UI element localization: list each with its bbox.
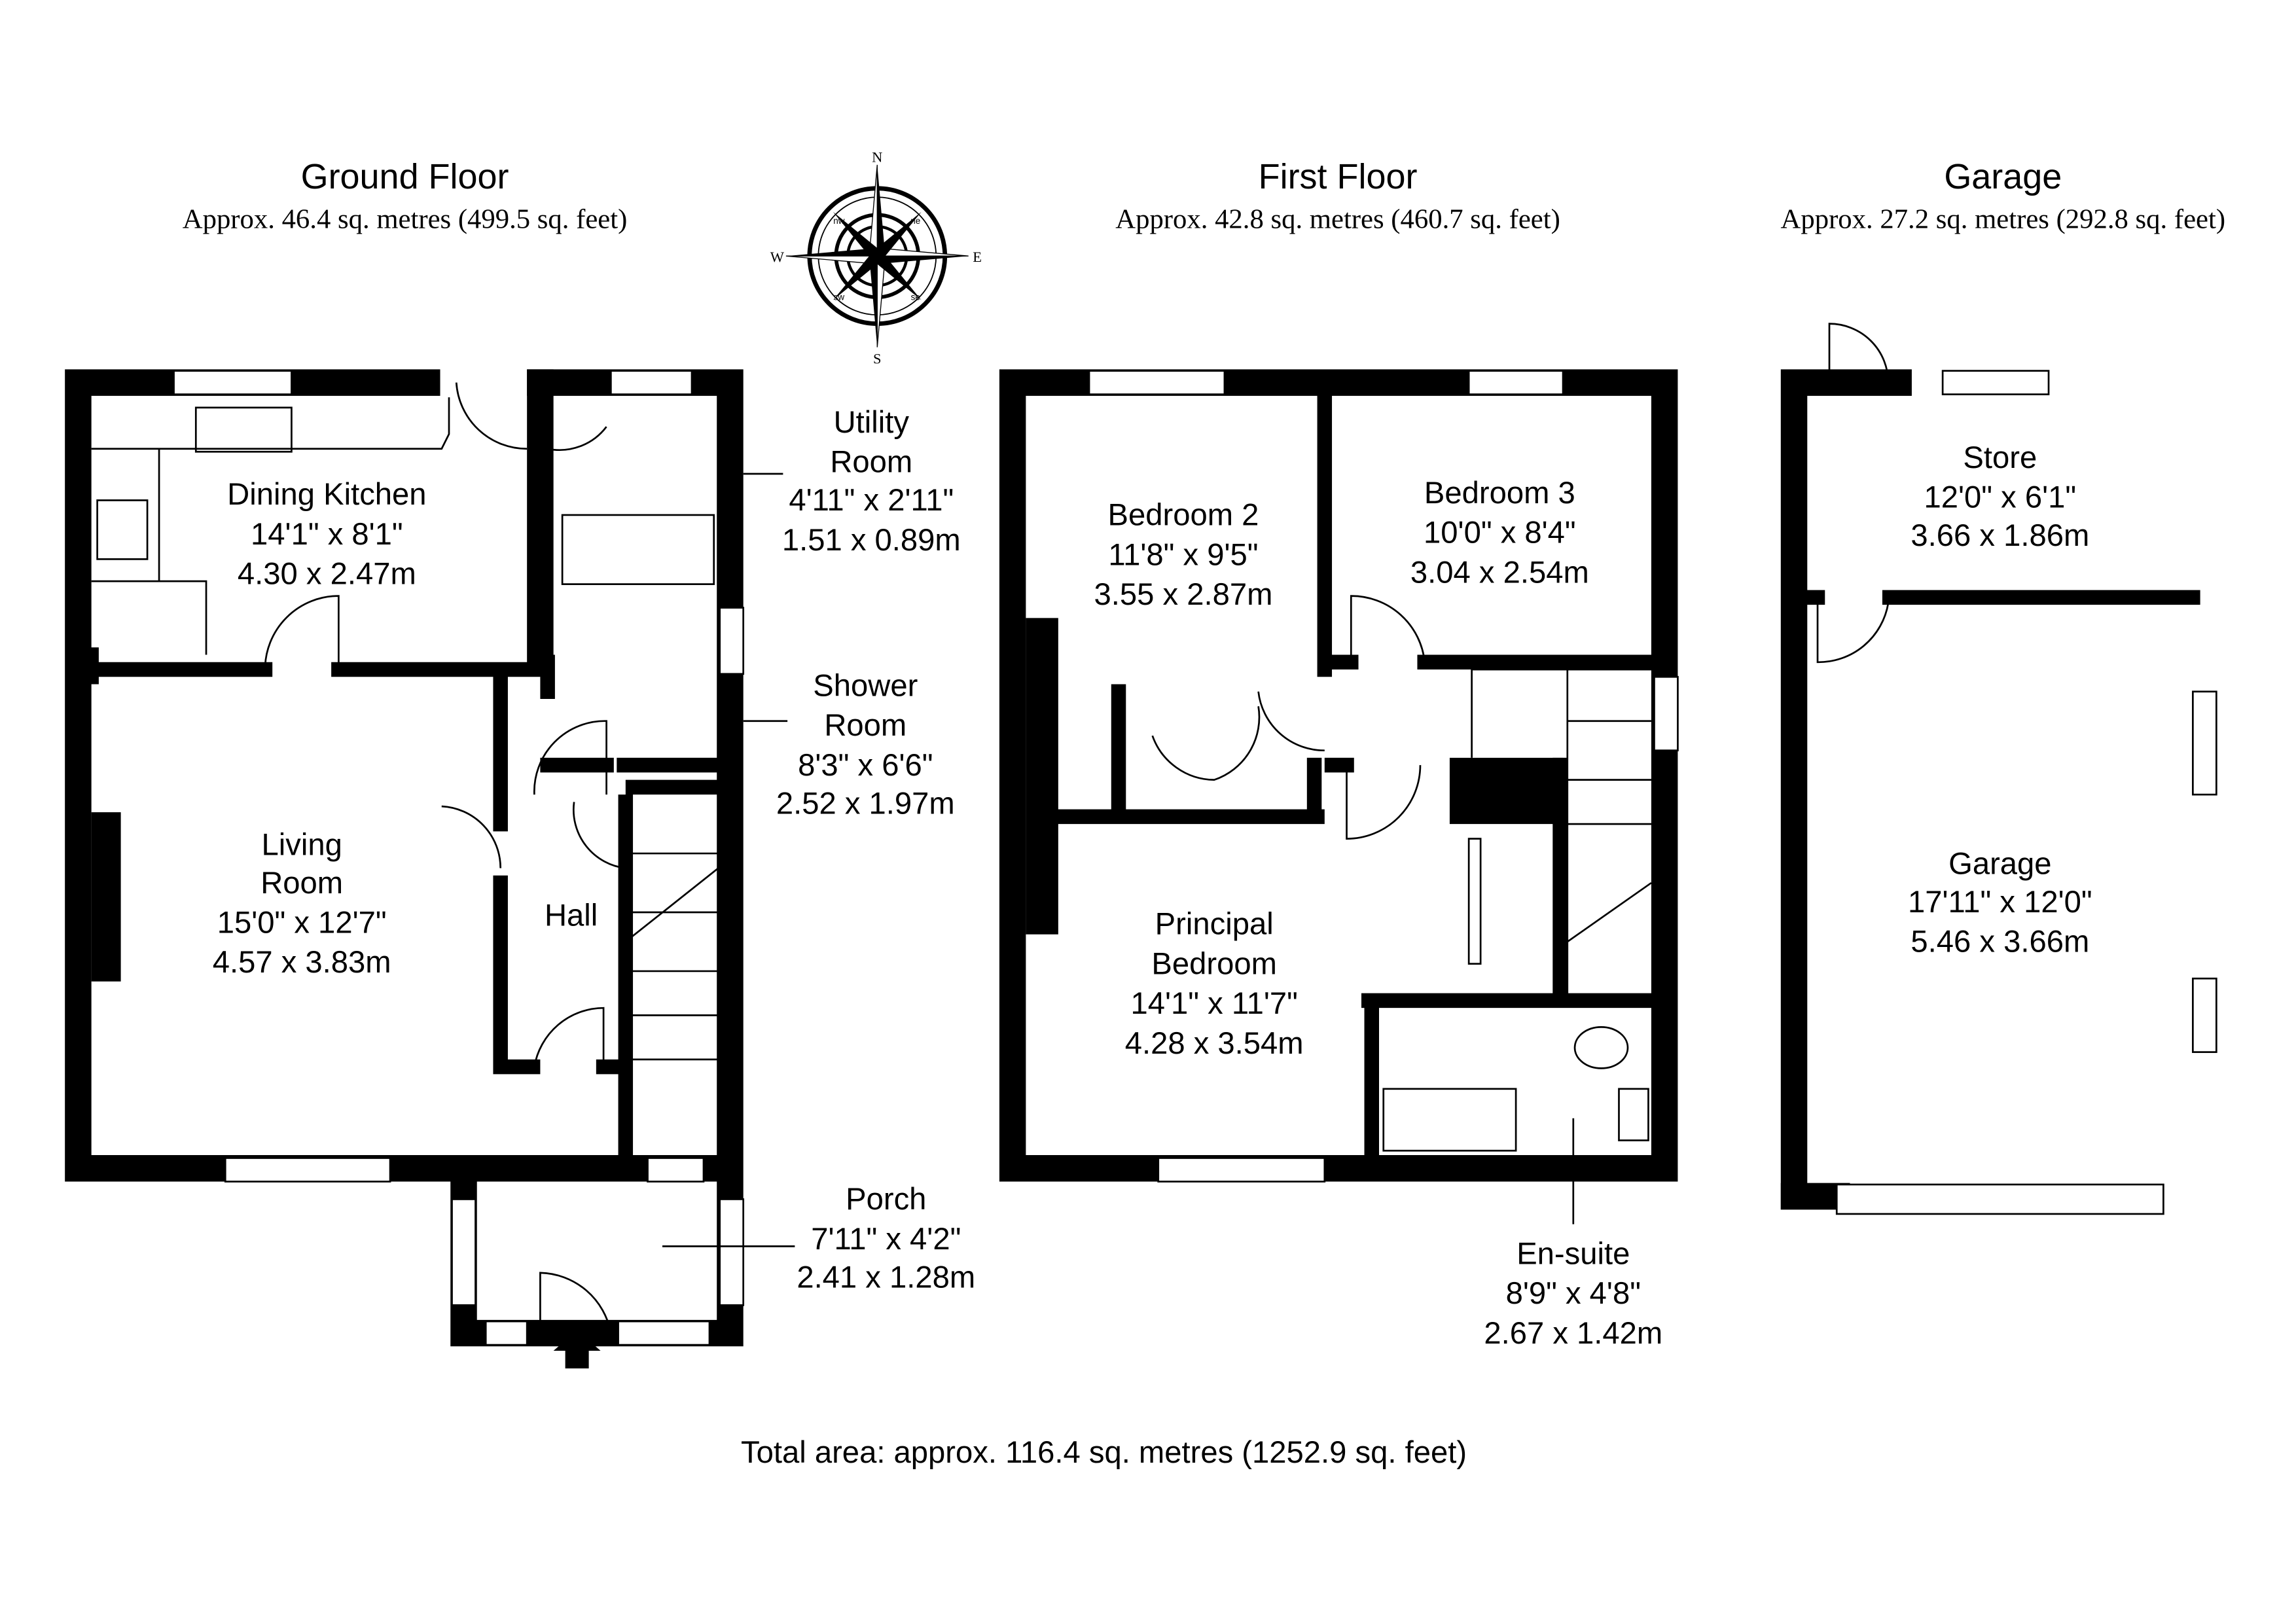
ground-floor-plan <box>65 369 795 1369</box>
room-name: Room <box>824 708 906 743</box>
room-name: Room <box>260 866 343 901</box>
room-name: Porch <box>846 1182 926 1217</box>
floor-area: Approx. 46.4 sq. metres (499.5 sq. feet) <box>183 204 628 235</box>
room-metric: 4.30 x 2.47m <box>238 557 416 592</box>
room-name: Principal <box>1155 907 1274 942</box>
compass-rose-icon: N S E W nw ne se sw <box>770 149 982 366</box>
room-imperial: 12'0" x 6'1" <box>1924 480 2077 515</box>
room-metric: 5.46 x 3.66m <box>1910 925 2089 959</box>
room-label-porch: Porch 7'11" x 4'2" 2.41 x 1.28m <box>797 1182 975 1294</box>
room-imperial: 7'11" x 4'2" <box>811 1222 961 1257</box>
garage-plan <box>1780 323 2217 1215</box>
room-metric: 2.52 x 1.97m <box>776 786 955 821</box>
room-name: Bedroom 2 <box>1108 498 1259 533</box>
room-label-utility: Utility Room 4'11" x 2'11" 1.51 x 0.89m <box>782 405 961 558</box>
room-name: Living <box>261 827 342 862</box>
ground-floor-heading: Ground Floor Approx. 46.4 sq. metres (49… <box>183 157 628 235</box>
room-label-dining-kitchen: Dining Kitchen 14'1" x 8'1" 4.30 x 2.47m <box>227 477 426 591</box>
room-metric: 3.66 x 1.86m <box>1910 518 2089 553</box>
room-imperial: 15'0" x 12'7" <box>217 905 387 940</box>
room-name: Bedroom 3 <box>1424 476 1575 510</box>
room-name: Utility <box>834 405 910 440</box>
room-label-garage: Garage 17'11" x 12'0" 5.46 x 3.66m <box>1908 847 2092 959</box>
room-name: Store <box>1963 440 2037 475</box>
floor-title: Ground Floor <box>301 157 509 196</box>
compass-nw: nw <box>833 216 844 226</box>
total-area: Total area: approx. 116.4 sq. metres (12… <box>741 1435 1467 1470</box>
room-name: Room <box>830 445 912 480</box>
first-floor-plan <box>999 369 1679 1224</box>
room-metric: 3.04 x 2.54m <box>1410 555 1589 590</box>
garage-heading: Garage Approx. 27.2 sq. metres (292.8 sq… <box>1781 157 2226 235</box>
room-label-principal-bedroom: Principal Bedroom 14'1" x 11'7" 4.28 x 3… <box>1125 907 1304 1061</box>
room-label-shower: Shower Room 8'3" x 6'6" 2.52 x 1.97m <box>776 668 955 821</box>
room-metric: 4.57 x 3.83m <box>213 945 391 980</box>
floor-title: Garage <box>1944 157 2062 196</box>
first-floor-heading: First Floor Approx. 42.8 sq. metres (460… <box>1115 157 1560 235</box>
room-name: Dining Kitchen <box>227 477 426 512</box>
room-name: Shower <box>813 668 918 703</box>
compass-w: W <box>770 249 785 265</box>
room-imperial: 10'0" x 8'4" <box>1424 516 1576 550</box>
room-imperial: 11'8" x 9'5" <box>1108 537 1258 572</box>
room-label-living: Living Room 15'0" x 12'7" 4.57 x 3.83m <box>213 827 391 980</box>
room-metric: 2.41 x 1.28m <box>797 1260 975 1294</box>
compass-ne: ne <box>910 216 920 226</box>
room-imperial: 4'11" x 2'11" <box>789 483 954 518</box>
room-label-store: Store 12'0" x 6'1" 3.66 x 1.86m <box>1910 440 2089 553</box>
room-metric: 4.28 x 3.54m <box>1125 1026 1304 1061</box>
floor-title: First Floor <box>1259 157 1418 196</box>
room-name: Bedroom <box>1151 946 1277 981</box>
room-imperial: 8'3" x 6'6" <box>798 748 933 783</box>
room-label-hall: Hall <box>545 898 598 933</box>
room-imperial: 17'11" x 12'0" <box>1908 885 2092 919</box>
entrance-arrow-icon <box>553 1330 601 1369</box>
compass-n: N <box>872 149 882 165</box>
room-name: Hall <box>545 898 598 933</box>
compass-e: E <box>973 249 982 265</box>
compass-se: se <box>911 293 920 302</box>
room-label-ensuite: En-suite 8'9" x 4'8" 2.67 x 1.42m <box>1484 1236 1662 1350</box>
room-imperial: 14'1" x 11'7" <box>1130 986 1297 1021</box>
compass-s: S <box>873 350 881 366</box>
room-metric: 3.55 x 2.87m <box>1094 577 1273 612</box>
floor-area: Approx. 27.2 sq. metres (292.8 sq. feet) <box>1781 204 2226 235</box>
room-name: En-suite <box>1516 1236 1630 1271</box>
room-metric: 1.51 x 0.89m <box>782 523 961 558</box>
floor-area: Approx. 42.8 sq. metres (460.7 sq. feet) <box>1115 204 1560 235</box>
room-label-bedroom3: Bedroom 3 10'0" x 8'4" 3.04 x 2.54m <box>1410 476 1589 590</box>
room-imperial: 14'1" x 8'1" <box>251 517 403 552</box>
room-label-bedroom2: Bedroom 2 11'8" x 9'5" 3.55 x 2.87m <box>1094 498 1273 612</box>
room-metric: 2.67 x 1.42m <box>1484 1316 1662 1351</box>
room-name: Garage <box>1948 847 2051 882</box>
compass-sw: sw <box>834 293 845 302</box>
room-imperial: 8'9" x 4'8" <box>1506 1276 1641 1311</box>
